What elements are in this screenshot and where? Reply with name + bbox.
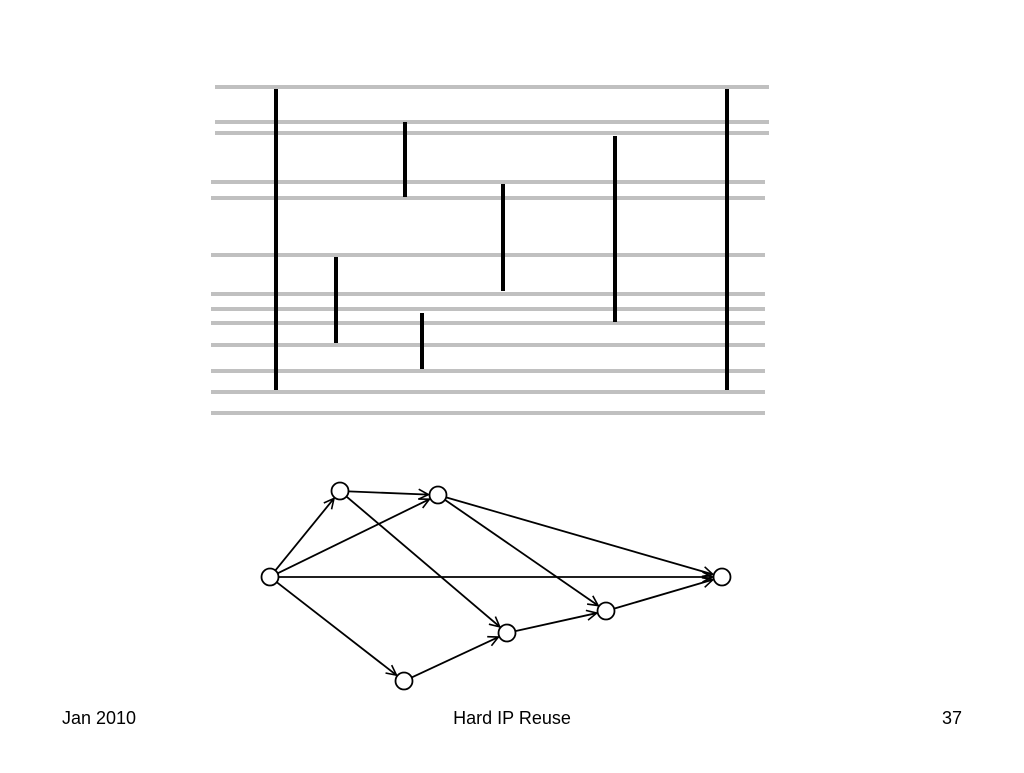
graph-edge-s-b xyxy=(277,499,430,575)
graph-edge-s-c xyxy=(276,581,397,675)
graph-edge-c-d xyxy=(411,637,499,679)
footer-page-number: 37 xyxy=(941,708,962,728)
graph-node-e xyxy=(596,601,616,621)
graph-edge-b-e xyxy=(444,499,598,606)
graph-edge-s-a xyxy=(274,498,334,571)
vertical-connectors xyxy=(274,89,729,390)
graph-node-c xyxy=(394,671,414,691)
graph-edge-e-t xyxy=(613,580,713,610)
footer-date: Jan 2010 xyxy=(62,708,137,728)
graph-node-s xyxy=(260,567,280,587)
graph-edge-b-t xyxy=(445,496,713,574)
graph-nodes xyxy=(260,481,732,691)
graph-node-t xyxy=(712,567,732,587)
graph-node-b xyxy=(428,485,448,505)
graph-edge-d-e xyxy=(515,613,596,633)
graph-edge-a-b xyxy=(348,491,428,494)
graph-edge-a-d xyxy=(345,495,499,627)
footer-title: Hard IP Reuse xyxy=(453,708,571,728)
graph-edges xyxy=(274,491,713,679)
horizontal-tracks xyxy=(211,85,769,415)
graph-node-a xyxy=(330,481,350,501)
graph-node-d xyxy=(497,623,517,643)
